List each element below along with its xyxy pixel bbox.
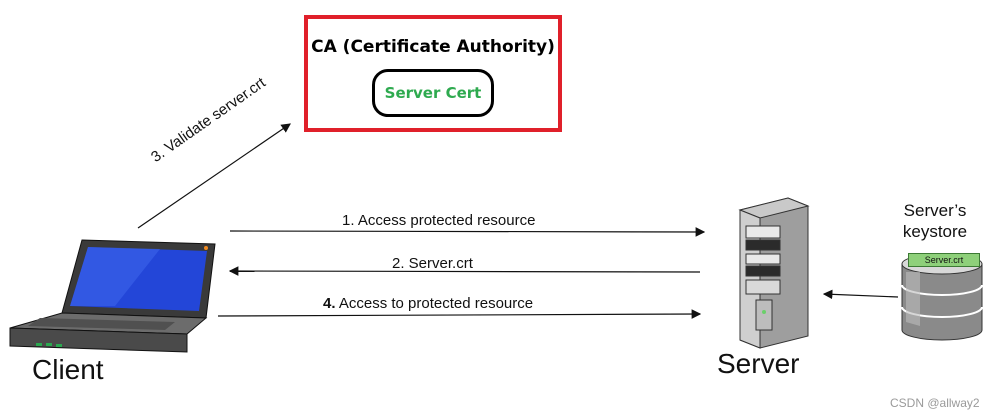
access-protected-label: 1. Access protected resource (342, 212, 536, 229)
ca-box: CA (Certificate Authority) Server Cert (304, 15, 562, 132)
server-tower-icon (738, 197, 810, 349)
server-crt-arrow (228, 266, 701, 276)
access-arrow (229, 227, 706, 237)
access-to-protected-label: 4. Access to protected resource (323, 295, 533, 312)
access-to-text: Access to protected resource (335, 295, 534, 312)
server-crt-label: 2. Server.crt (392, 255, 473, 272)
access-to-arrow (217, 309, 702, 319)
client-label: Client (32, 354, 104, 385)
watermark: CSDN @allway2 (890, 396, 980, 410)
ca-title: CA (Certificate Authority) (311, 37, 555, 57)
server-cert-pill: Server Cert (372, 69, 494, 117)
keystore-arrow (822, 289, 899, 300)
server-cert-label: Server Cert (384, 84, 482, 102)
validate-arrow (137, 123, 291, 229)
access-step-number: 4. (323, 295, 336, 312)
laptop-icon (9, 239, 216, 353)
keystore-cert-tag: Server.crt (908, 253, 980, 267)
server-label: Server (717, 348, 800, 379)
keystore-label: Server’s keystore (902, 201, 968, 241)
